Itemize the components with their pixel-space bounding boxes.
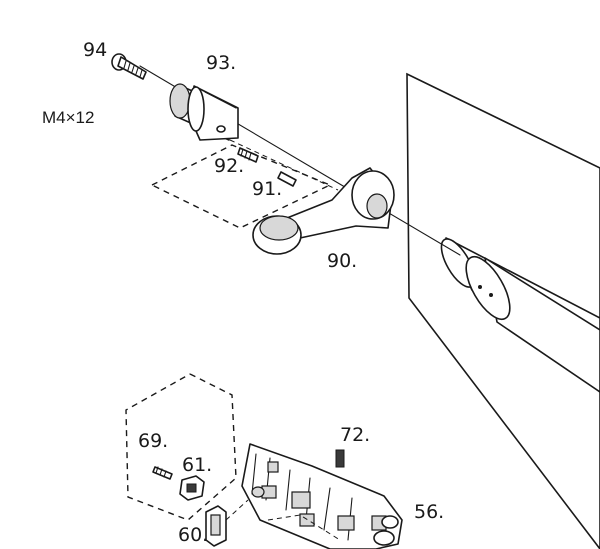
- pin-group-outline: [151, 144, 332, 229]
- spring-69: [152, 466, 173, 480]
- label-part-90: 90.: [327, 250, 357, 272]
- label-part-56: 56.: [414, 501, 444, 523]
- screw-94: [111, 53, 147, 80]
- pin-91: [277, 171, 297, 187]
- label-part-91: 91.: [252, 178, 282, 200]
- housing-56: [241, 443, 403, 549]
- label-part-94: 94: [83, 39, 107, 61]
- label-part-61: 61.: [182, 454, 212, 476]
- label-part-60: 60.: [178, 524, 208, 546]
- label-screw-spec: M4×12: [42, 108, 94, 127]
- block-61: [179, 475, 205, 501]
- pin-72: [335, 449, 345, 468]
- rod-part: [440, 237, 600, 393]
- lever-90: [252, 167, 395, 255]
- clip-guide-line: [225, 499, 249, 521]
- label-part-72: 72.: [340, 424, 370, 446]
- bushing-93: [169, 83, 239, 141]
- pin-guide-line: [229, 139, 339, 191]
- label-part-92: 92.: [214, 155, 244, 177]
- clip-60: [205, 505, 227, 547]
- label-part-69: 69.: [138, 430, 168, 452]
- label-part-93: 93.: [206, 52, 236, 74]
- housing-guide-line: [267, 514, 341, 541]
- spring-group-outline: [125, 373, 237, 521]
